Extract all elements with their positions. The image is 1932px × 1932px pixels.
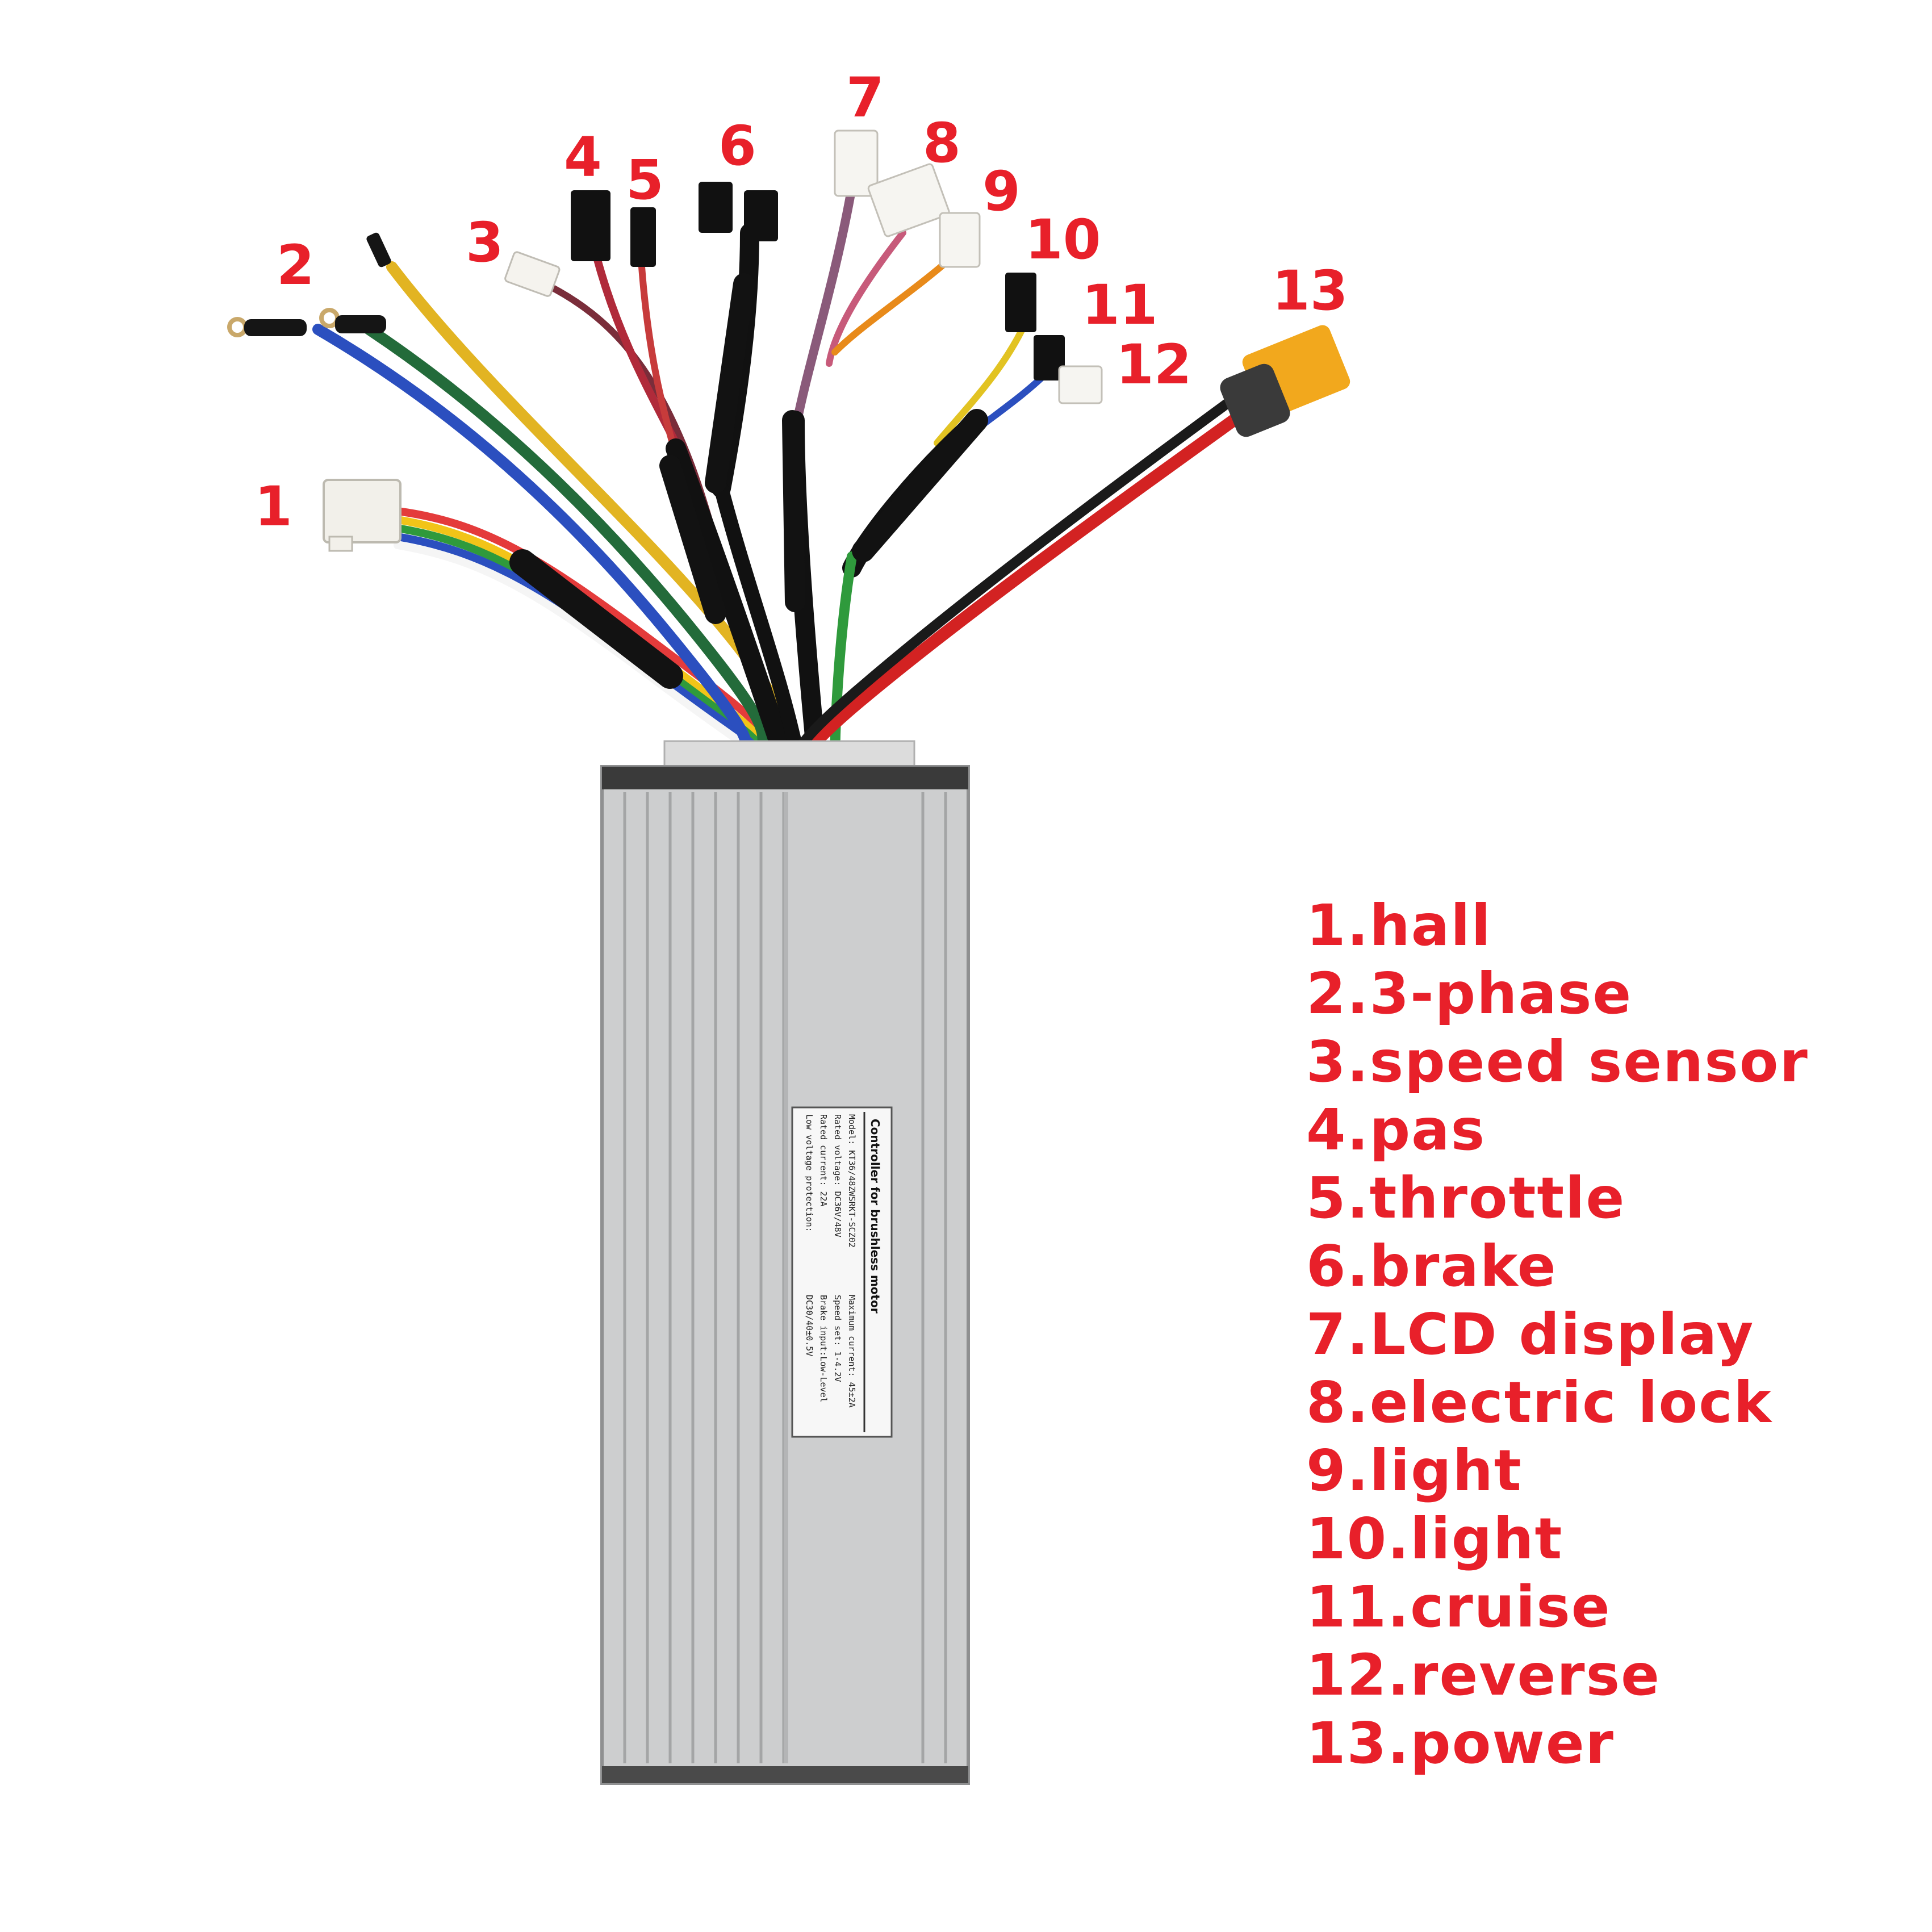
lcd-wire bbox=[791, 183, 856, 436]
phase-terminal-yellow bbox=[366, 232, 391, 267]
sleeve-hall bbox=[509, 549, 683, 689]
controller-housing bbox=[600, 740, 970, 1785]
callout-7: 7 bbox=[846, 66, 884, 129]
sleeve-lcd bbox=[782, 410, 805, 612]
phase-terminal-blue-crimp bbox=[244, 319, 307, 336]
pas-connector bbox=[571, 190, 610, 261]
callout-11: 11 bbox=[1082, 273, 1158, 337]
housing-top-plate bbox=[663, 740, 915, 768]
spec-label-line3-right: Brake input:Low-Level bbox=[818, 1295, 829, 1403]
cruise-connector bbox=[1034, 335, 1065, 380]
callout-4: 4 bbox=[564, 126, 602, 189]
housing-top-cap bbox=[602, 767, 968, 789]
spec-label-line4-right: DC30/40±0.5V bbox=[804, 1295, 814, 1356]
housing-center-ridge bbox=[784, 792, 788, 1763]
legend-item-hall: 1.hall bbox=[1306, 892, 1492, 959]
power-connector-boot bbox=[1220, 363, 1290, 437]
callout-6: 6 bbox=[718, 114, 756, 178]
light-connector-10 bbox=[1005, 273, 1036, 332]
legend-item-speed-sensor: 3.speed sensor bbox=[1306, 1028, 1809, 1095]
callout-1: 1 bbox=[254, 475, 292, 538]
housing-bottom-cap bbox=[602, 1766, 968, 1783]
sleeve-pas bbox=[659, 455, 726, 624]
spec-label-line3-left: Rated current: 22A bbox=[818, 1114, 829, 1207]
hall-connector bbox=[323, 479, 402, 543]
callout-10: 10 bbox=[1025, 208, 1101, 271]
electric-lock-connector bbox=[867, 163, 950, 237]
reverse-connector bbox=[1058, 365, 1103, 404]
spec-label-line2-right: Speed set: 1-4.2V bbox=[833, 1295, 843, 1382]
lcd-connector bbox=[834, 129, 879, 197]
spec-label-line1-right: Maximum current: 45±2A bbox=[847, 1295, 857, 1408]
legend-item-3-phase: 2.3-phase bbox=[1306, 960, 1633, 1027]
legend-item-reverse: 12.reverse bbox=[1306, 1642, 1661, 1708]
legend-item-light-10: 10.light bbox=[1306, 1506, 1563, 1572]
spec-label: Controller for brushless motor Model: KT… bbox=[791, 1106, 893, 1438]
right-wires bbox=[830, 551, 857, 777]
callout-2: 2 bbox=[277, 233, 315, 297]
light-wire-9 bbox=[831, 252, 957, 356]
light-connector-9 bbox=[939, 212, 981, 268]
power-red-wire bbox=[800, 403, 1256, 779]
spec-label-title: Controller for brushless motor bbox=[868, 1119, 882, 1314]
phase-terminal-green-crimp bbox=[335, 315, 386, 333]
throttle-connector bbox=[630, 207, 656, 267]
phase-terminal-green bbox=[319, 308, 340, 328]
legend-item-brake: 6.brake bbox=[1306, 1233, 1557, 1299]
hall-connector-latch bbox=[328, 536, 353, 552]
brake-wire-2 bbox=[714, 481, 808, 780]
callout-13: 13 bbox=[1272, 259, 1348, 323]
throttle-wire bbox=[638, 264, 679, 458]
legend-item-power: 13.power bbox=[1306, 1710, 1615, 1776]
callout-5: 5 bbox=[626, 148, 664, 212]
phase-terminal-blue bbox=[227, 317, 248, 337]
callout-3: 3 bbox=[466, 211, 504, 274]
callout-12: 12 bbox=[1116, 333, 1192, 396]
speed-sensor-connector bbox=[504, 251, 561, 297]
callout-8: 8 bbox=[923, 111, 961, 175]
light-wire-10 bbox=[934, 326, 1026, 446]
legend-item-electric-lock: 8.electric lock bbox=[1306, 1369, 1773, 1436]
legend-item-cruise: 11.cruise bbox=[1306, 1574, 1611, 1640]
legend-item-lcd-display: 7.LCD display bbox=[1306, 1301, 1755, 1368]
brake-connector-b bbox=[744, 190, 778, 241]
brake-connector-a bbox=[699, 182, 733, 233]
connectors bbox=[227, 129, 1350, 552]
spec-label-background bbox=[791, 1106, 893, 1438]
sleeve-brake bbox=[705, 273, 755, 494]
callout-9: 9 bbox=[982, 160, 1021, 223]
legend-item-throttle: 5.throttle bbox=[1306, 1165, 1626, 1231]
sleeve-right bbox=[852, 409, 988, 562]
callout-numbers: 1 2 3 4 5 6 7 8 9 10 11 12 13 bbox=[254, 66, 1348, 538]
spec-label-line2-left: Rated voltage: DC36V/48V bbox=[833, 1114, 843, 1237]
connector-legend: 1.hall 2.3-phase 3.speed sensor 4.pas 5.… bbox=[1306, 892, 1809, 1778]
spec-label-line1-left: Model: KT36/48ZWSRKT-SCZ02 bbox=[847, 1114, 857, 1248]
legend-item-pas: 4.pas bbox=[1306, 1097, 1486, 1163]
legend-item-light-9: 9.light bbox=[1306, 1437, 1523, 1504]
spec-label-line4-left: Low voltage protection: bbox=[804, 1114, 814, 1232]
heat-shrink-sleeves bbox=[509, 273, 988, 689]
main-black-cable bbox=[666, 438, 800, 783]
